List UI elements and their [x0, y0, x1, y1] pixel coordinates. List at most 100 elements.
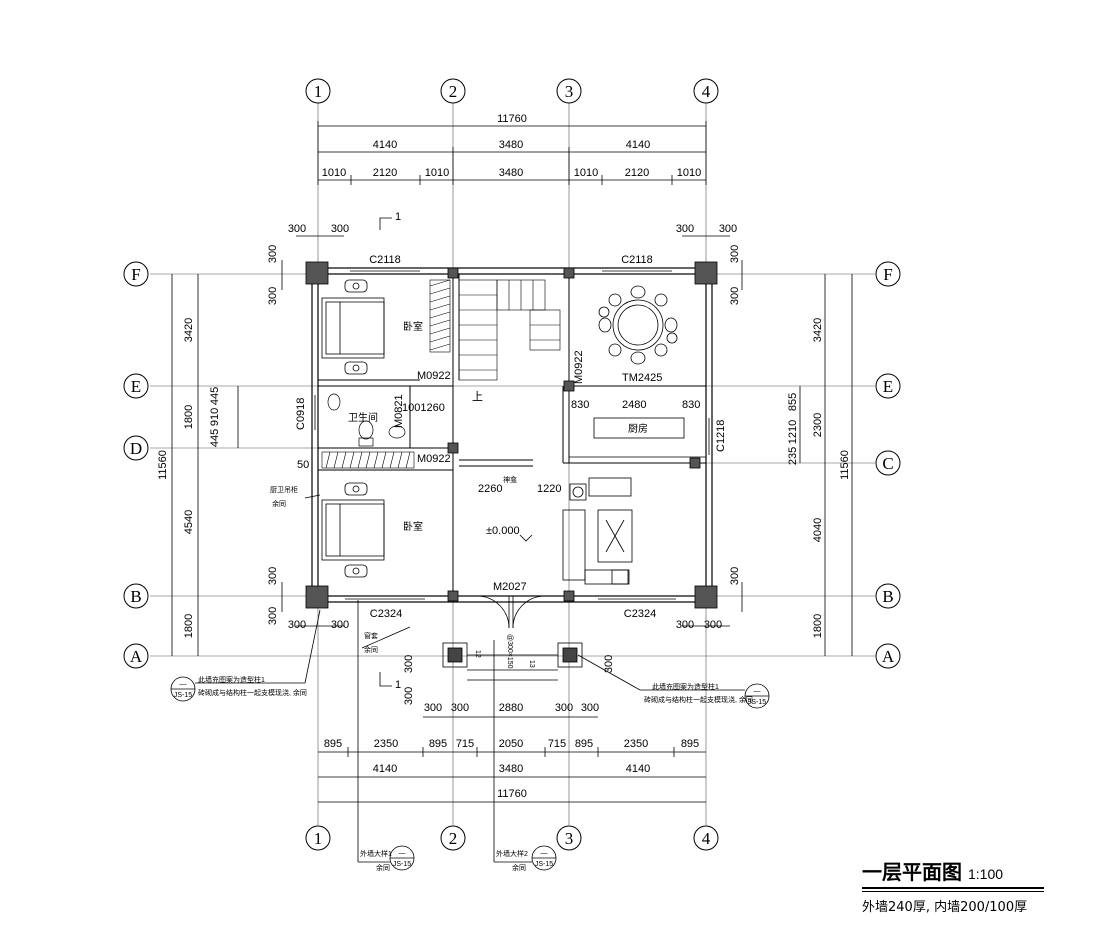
window-trim-note-sub: 余同	[364, 645, 378, 654]
bed-bottom	[321, 482, 385, 578]
top-sub-7: 1010	[677, 167, 701, 179]
window-c2324-left: C2324	[370, 608, 402, 620]
window-c2324-right: C2324	[624, 608, 656, 620]
callout-bot-w2: JS-15	[535, 861, 553, 868]
note-right-1: 此墙充图案为造型柱1	[652, 682, 719, 691]
callout-bot-r: JS-15	[748, 699, 766, 706]
wall-thickness-note: 外墙240厚, 内墙200/100厚	[862, 900, 1028, 915]
bot-pier-l1: 300	[288, 619, 306, 631]
room-bedroom-bottom: 卧室	[403, 520, 423, 533]
bot-bay-3: 4140	[626, 763, 650, 775]
axis-3-bottom: 3	[565, 829, 574, 848]
right-dimensions: 3420 2300 4040 1800 11560 855 1210 235 3…	[603, 245, 851, 673]
bot-col-3: 2880	[499, 702, 523, 714]
stair-up: 上	[472, 390, 483, 403]
room-bedroom-top: 卧室	[403, 320, 423, 333]
top-pier-l1: 300	[288, 223, 306, 235]
porch-columns	[442, 642, 583, 681]
axis-4-bottom: 4	[702, 829, 711, 848]
cabinet-note-sub: 余同	[272, 499, 286, 508]
bot-pier-l2: 300	[331, 619, 349, 631]
axis-A-left: A	[130, 647, 143, 666]
right-sub-1: 855	[787, 393, 799, 411]
room-labels: C2118 C2118 C2324 C2324 卧室 卧室 卫生间 厨房 M09…	[174, 211, 766, 872]
right-p3: 300	[729, 567, 741, 585]
note-right-2: 砖砌成与结构柱一起支模现浇, 余同	[644, 695, 753, 704]
top-pier-r2: 300	[719, 223, 737, 235]
window-c0918: C0918	[295, 398, 307, 430]
step-spec: @300×150	[506, 634, 513, 669]
detail-callouts	[170, 217, 770, 871]
top-sub-4: 3480	[499, 167, 523, 179]
bot-col-2: 300	[451, 702, 469, 714]
dim-1220: 1220	[537, 483, 561, 495]
top-bay-2: 3480	[499, 139, 523, 151]
bot-sub-5: 2050	[499, 738, 523, 750]
axis-4-top: 4	[702, 82, 711, 101]
wall-detail-1-sub: 余同	[376, 863, 390, 872]
title-block: 一层平面图 1:100 外墙240厚, 内墙200/100厚	[862, 856, 1062, 915]
note-left-2: 砖砌成与结构柱一起支模现浇, 余同	[198, 688, 307, 697]
axis-C-right: C	[882, 454, 893, 473]
top-pier-r1: 300	[676, 223, 694, 235]
left-sub-2: 910	[209, 408, 221, 426]
bot-col-4: 300	[555, 702, 573, 714]
left-sub-3: 445	[209, 429, 221, 447]
bot-sub-4: 715	[456, 738, 474, 750]
door-m2027: M2027	[493, 581, 527, 593]
window-c2118-left: C2118	[369, 254, 401, 266]
right-bay-1: 3420	[812, 318, 824, 342]
window-c1218: C1218	[715, 420, 727, 452]
bot-total: 11760	[497, 788, 527, 800]
bot-sub-1: 895	[324, 738, 342, 750]
door-m0922-a: M0922	[417, 370, 451, 382]
right-bay-2: 2300	[812, 413, 824, 437]
kitchen-counter	[568, 400, 707, 458]
grid-markers	[123, 78, 901, 851]
bot-sub-3: 895	[429, 738, 447, 750]
note-left-1: 此墙充图案为造型柱1	[198, 675, 265, 684]
left-p4: 300	[267, 607, 279, 625]
windows	[314, 270, 710, 600]
door-m0922-c: M0922	[417, 453, 451, 465]
top-pier-l2: 300	[331, 223, 349, 235]
right-p2: 300	[729, 287, 741, 305]
top-total: 11760	[497, 113, 527, 125]
bathroom-fixtures	[327, 393, 406, 447]
door-tm2425: TM2425	[622, 372, 662, 384]
wall-detail-1: 外墙大样1	[360, 849, 392, 858]
elevation-mark: ±0.000	[486, 525, 520, 537]
left-total: 11560	[157, 450, 169, 480]
left-p1: 300	[267, 245, 279, 263]
interior-walls	[318, 274, 706, 596]
left-sub-1: 445	[209, 387, 221, 405]
section-mark-bottom: 1	[395, 679, 401, 691]
main-door	[476, 595, 546, 629]
axis-1-top: 1	[314, 82, 323, 101]
bot-sub-8: 2350	[624, 738, 648, 750]
door-m0922-b: M0922	[573, 350, 585, 384]
dim-2260: 2260	[478, 483, 502, 495]
drawing-scale: 1:100	[968, 866, 1004, 882]
dim-1001260: 1001260	[402, 402, 445, 414]
wardrobe-hatch	[321, 279, 451, 469]
callout-top-w2: —	[541, 850, 548, 857]
step-count-b: 12	[474, 650, 481, 658]
title-underline-thin	[862, 891, 1044, 892]
cabinet-note: 厨卫吊柜	[270, 485, 298, 494]
bot-col-1: 300	[424, 702, 442, 714]
drawing-title: 一层平面图	[862, 860, 962, 884]
dim-50: 50	[297, 459, 309, 471]
columns	[305, 261, 718, 609]
left-p3: 300	[267, 567, 279, 585]
right-bay-4: 1800	[812, 614, 824, 638]
callout-bot-w1: JS-15	[393, 861, 411, 868]
bot-col-5: 300	[581, 702, 599, 714]
stairs	[458, 279, 561, 381]
top-sub-1: 1010	[322, 167, 346, 179]
axis-F-left: F	[131, 265, 140, 284]
axis-1-bottom: 1	[314, 829, 323, 848]
bot-sub-2: 2350	[374, 738, 398, 750]
wall-detail-2: 外墙大样2	[496, 849, 528, 858]
bot-sub-6: 715	[548, 738, 566, 750]
